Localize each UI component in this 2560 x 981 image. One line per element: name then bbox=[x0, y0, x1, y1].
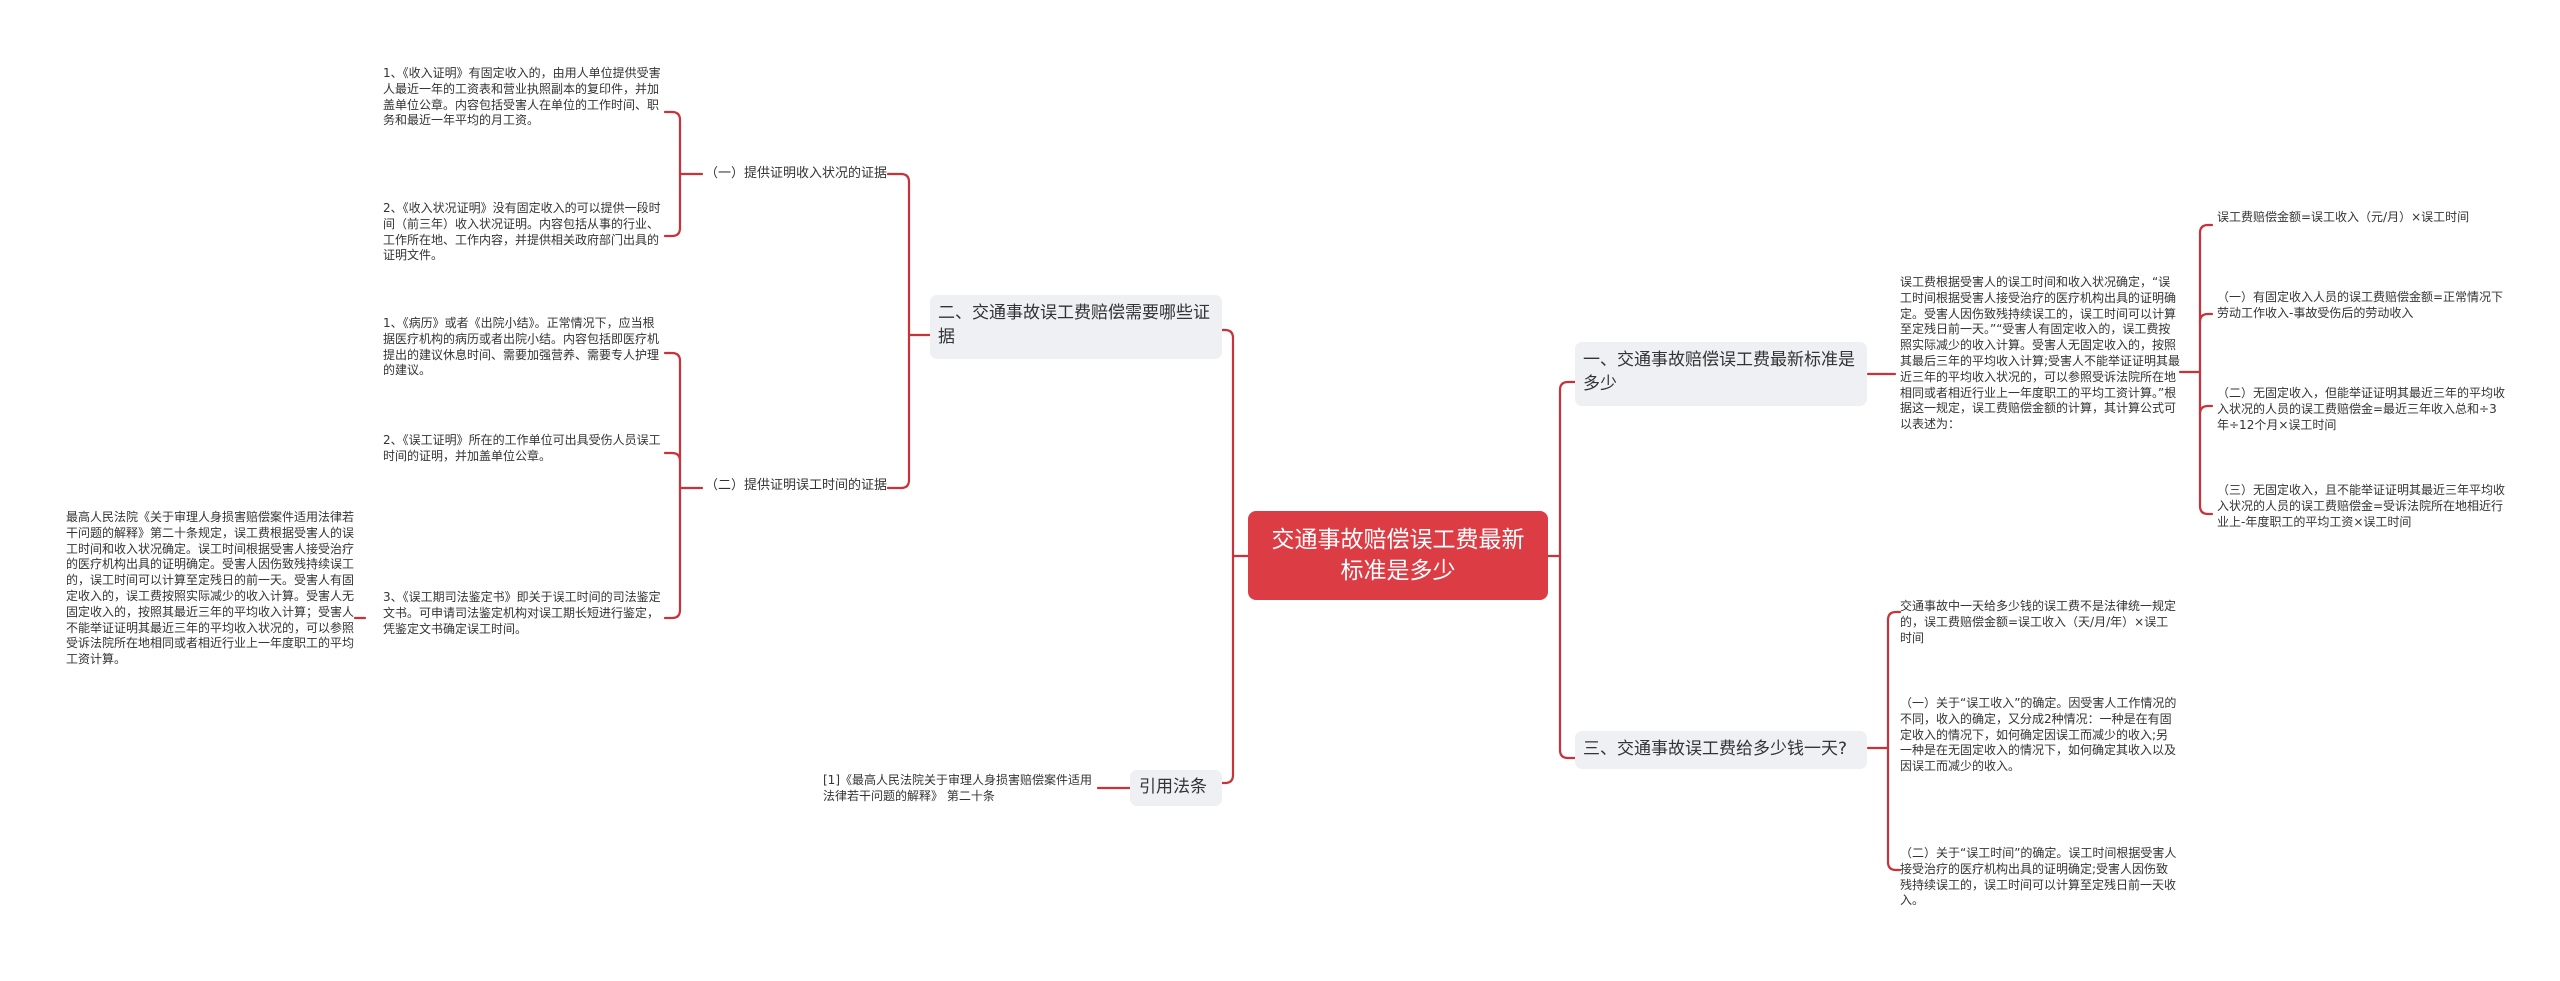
leaf-income-certificate[interactable]: 1、《收入证明》有固定收入的，由用人单位提供受害人最近一年的工资表和营业执照副本… bbox=[383, 66, 661, 128]
topic-cited-law[interactable]: 引用法条 bbox=[1130, 770, 1222, 806]
leaf-judicial-appraisal[interactable]: 3、《误工期司法鉴定书》即关于误工时间的司法鉴定文书。可申请司法鉴定机构对误工期… bbox=[383, 590, 661, 636]
topic-section-3-daily-amount[interactable]: 三、交通事故误工费给多少钱一天? bbox=[1575, 731, 1867, 769]
subtopic-label: （一）提供证明收入状况的证据 bbox=[705, 166, 888, 181]
subtopic-income-evidence[interactable]: （一）提供证明收入状况的证据 bbox=[705, 165, 887, 183]
leaf-daily-amount-intro[interactable]: 交通事故中一天给多少钱的误工费不是法律统一规定的，误工费赔偿金额=误工收入（天/… bbox=[1900, 599, 2177, 645]
topic-label: 三、交通事故误工费给多少钱一天? bbox=[1583, 739, 1848, 759]
subtopic-label: （二）提供证明误工时间的证据 bbox=[705, 478, 888, 493]
root-topic[interactable]: 交通事故赔偿误工费最新标准是多少 bbox=[1248, 511, 1548, 600]
topic-section-1-standard[interactable]: 一、交通事故赔偿误工费最新标准是多少 bbox=[1575, 342, 1867, 406]
topic-section-2-evidence[interactable]: 二、交通事故误工费赔偿需要哪些证据 bbox=[930, 295, 1222, 359]
leaf-lost-work-certificate[interactable]: 2、《误工证明》所在的工作单位可出具受伤人员误工时间的证明，并加盖单位公章。 bbox=[383, 433, 661, 463]
leaf-formula-no-fixed-income[interactable]: （二）无固定收入，但能举证证明其最近三年的平均收入状况的人员的误工费赔偿金=最近… bbox=[2217, 386, 2506, 432]
leaf-income-status-certificate[interactable]: 2、《收入状况证明》没有固定收入的可以提供一段时间（前三年）收入状况证明。内容包… bbox=[383, 201, 661, 263]
root-topic-label: 交通事故赔偿误工费最新标准是多少 bbox=[1271, 526, 1525, 584]
leaf-lost-time-determination[interactable]: （二）关于“误工时间”的确定。误工时间根据受害人接受治疗的医疗机构出具的证明确定… bbox=[1900, 846, 2177, 908]
leaf-lost-income-determination[interactable]: （一）关于“误工收入”的确定。因受害人工作情况的不同，收入的确定，又分成2种情况… bbox=[1900, 696, 2177, 774]
leaf-standard-detail[interactable]: 误工费根据受害人的误工时间和收入状况确定，“误工时间根据受害人接受治疗的医疗机构… bbox=[1900, 275, 2181, 432]
topic-label: 引用法条 bbox=[1139, 777, 1207, 797]
leaf-supreme-court-interpretation[interactable]: 最高人民法院《关于审理人身损害赔偿案件适用法律若干问题的解释》第二十条规定，误工… bbox=[66, 510, 355, 667]
leaf-formula-no-proof[interactable]: （三）无固定收入，且不能举证证明其最近三年平均收入状况的人员的误工费赔偿金=受诉… bbox=[2217, 483, 2506, 529]
leaf-formula-general[interactable]: 误工费赔偿金额=误工收入（元/月）×误工时间 bbox=[2217, 210, 2470, 224]
subtopic-lost-time-evidence[interactable]: （二）提供证明误工时间的证据 bbox=[705, 477, 887, 495]
leaf-citation-1[interactable]: [1]《最高人民法院关于审理人身损害赔偿案件适用法律若干问题的解释》 第二十条 bbox=[823, 773, 1092, 803]
leaf-medical-record[interactable]: 1、《病历》或者《出院小结》。正常情况下，应当根据医疗机构的病历或者出院小结。内… bbox=[383, 316, 660, 378]
topic-label: 一、交通事故赔偿误工费最新标准是多少 bbox=[1583, 350, 1855, 394]
topic-label: 二、交通事故误工费赔偿需要哪些证据 bbox=[938, 303, 1210, 347]
leaf-formula-fixed-income[interactable]: （一）有固定收入人员的误工费赔偿金额=正常情况下劳动工作收入-事故受伤后的劳动收… bbox=[2217, 290, 2504, 320]
